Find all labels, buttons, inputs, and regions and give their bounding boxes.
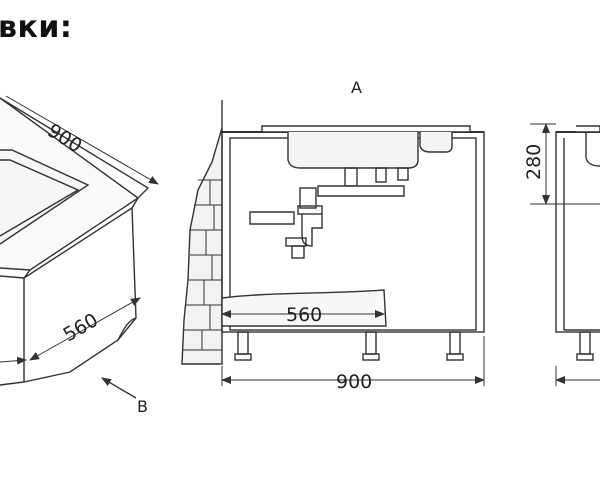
view-label-a: A xyxy=(351,78,362,97)
side-dim-height: 280 xyxy=(523,144,545,180)
front-dim-depth: 560 xyxy=(286,304,322,326)
page-heading: вки: xyxy=(0,10,73,45)
view-arrow-label: B xyxy=(137,397,148,416)
side-view xyxy=(530,123,600,386)
front-view xyxy=(181,100,485,386)
isometric-view xyxy=(0,95,159,399)
front-dim-width: 900 xyxy=(336,371,372,393)
iso-dim-depth: 560 xyxy=(60,309,102,346)
